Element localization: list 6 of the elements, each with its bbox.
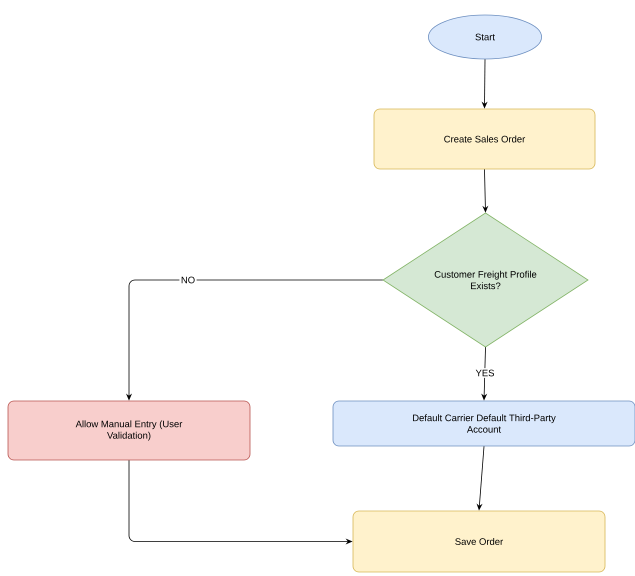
process-box: Default Carrier Default Third-Party Account <box>332 400 635 446</box>
process-box: Create Sales Order <box>374 108 596 170</box>
process-box: Allow Manual Entry (User Validation) <box>8 400 250 460</box>
process-box: Save Order <box>352 510 606 572</box>
edge-label: NO <box>179 275 197 285</box>
edge-label: YES <box>474 368 496 378</box>
